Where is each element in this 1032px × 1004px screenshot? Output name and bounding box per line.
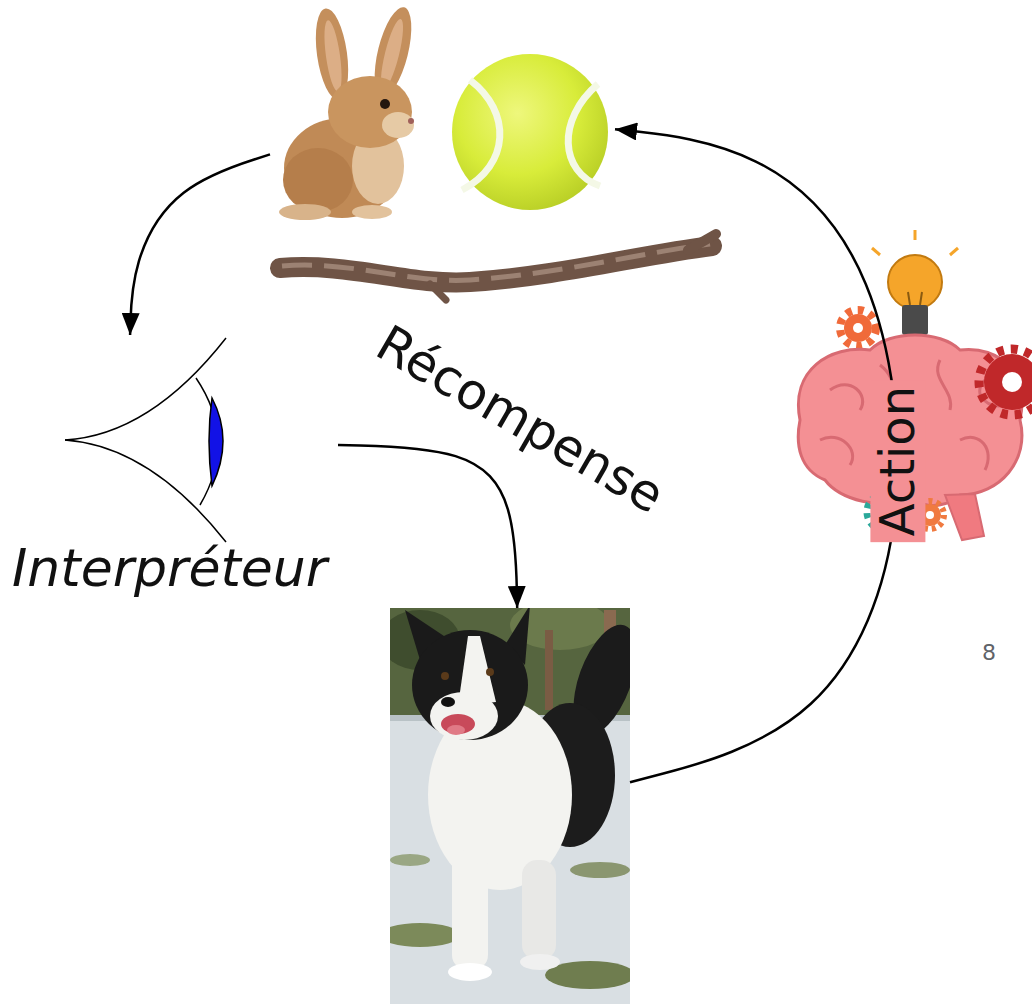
- dog-photo: [545, 630, 553, 710]
- stick: [688, 234, 716, 250]
- brain-icon: [926, 511, 934, 519]
- tennis-ball: [462, 80, 500, 190]
- brain-icon: [979, 349, 1032, 415]
- rabbit-picture: [279, 4, 419, 220]
- dog-photo: [520, 954, 560, 970]
- rabbit-picture: [408, 118, 414, 124]
- dog-photo: [390, 854, 430, 866]
- action-label: Action: [870, 380, 925, 542]
- brain-icon: [872, 248, 880, 255]
- agent-dog: [390, 608, 630, 1004]
- dog-photo: [522, 860, 556, 960]
- brain-icon: [844, 314, 872, 342]
- brain-icon: [908, 292, 922, 305]
- dog-photo: [448, 963, 492, 981]
- rabbit-picture: [382, 112, 414, 138]
- rabbit-picture: [279, 204, 331, 220]
- dog-photo: [447, 725, 465, 735]
- arrow-connector: [130, 154, 270, 335]
- eye-symbol: [209, 398, 223, 486]
- dog-photo: [452, 850, 488, 970]
- arrow-connector: [338, 445, 517, 608]
- brain-icon: [853, 323, 863, 333]
- eye-symbol: [65, 338, 226, 542]
- dog-photo: [390, 923, 460, 947]
- dog-photo: [430, 692, 498, 740]
- tennis-ball: [452, 54, 608, 210]
- dog-photo: [412, 630, 528, 740]
- eye-symbol: [65, 338, 226, 440]
- brain-icon: [888, 255, 942, 309]
- brain-icon: [902, 305, 928, 335]
- stick: [430, 284, 446, 300]
- dog-photo: [441, 714, 475, 734]
- node-text: Interpréteur: [12, 537, 327, 599]
- stick: [282, 244, 710, 280]
- dog-photo: [570, 862, 630, 878]
- brain-icon: [914, 230, 917, 240]
- brain-icon: [840, 310, 876, 346]
- dog-photo: [486, 668, 494, 676]
- page-number: 8: [982, 640, 996, 665]
- brain-icon: [950, 248, 958, 255]
- rabbit-picture: [352, 205, 392, 219]
- tennis-ball: [568, 84, 600, 186]
- rabbit-picture: [380, 99, 390, 109]
- brain-icon: [945, 494, 984, 540]
- rabbit-picture: [321, 19, 345, 92]
- environment-group: [270, 0, 615, 315]
- dog-photo: [390, 608, 630, 1004]
- dog-photo: [441, 672, 449, 680]
- reward-label: Récompense: [361, 312, 678, 528]
- brain-icon: [1002, 372, 1022, 392]
- arrow-connector: [615, 129, 898, 782]
- rabbit-picture: [283, 148, 353, 212]
- brain-icon: [979, 349, 1032, 415]
- interpreter-eye: Interpréteur: [8, 335, 338, 603]
- brain-icon: [840, 310, 876, 346]
- eye-symbol: [65, 440, 226, 542]
- stick: [280, 234, 716, 300]
- tennis-ball: [452, 54, 608, 210]
- dog-photo: [441, 697, 455, 707]
